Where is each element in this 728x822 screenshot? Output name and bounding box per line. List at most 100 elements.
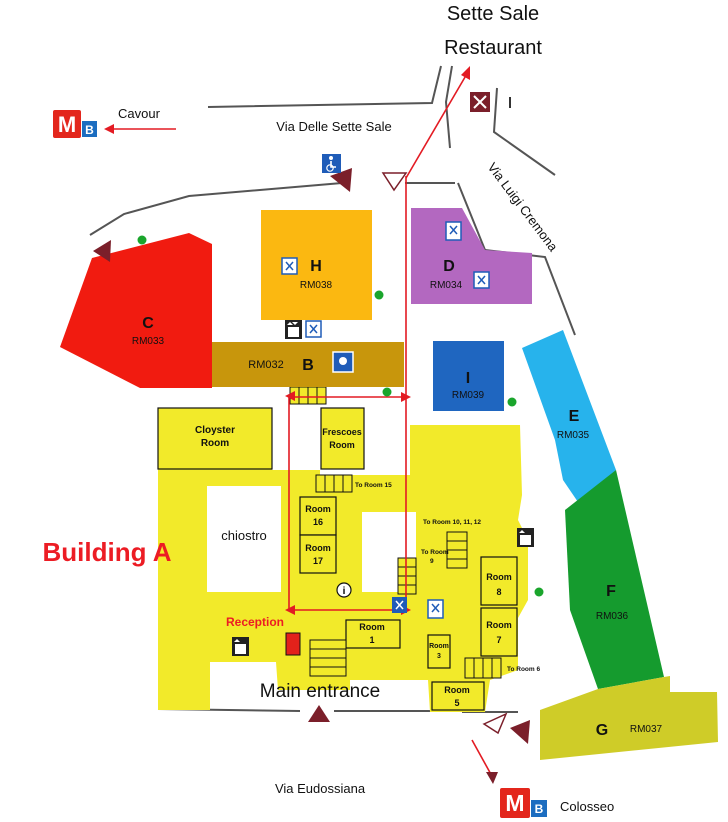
- colosseo-arrow: [486, 772, 498, 784]
- elevator-icon: [232, 637, 249, 656]
- entrance-markers: [93, 168, 530, 744]
- stairs-frescoes: [289, 386, 327, 405]
- building-i-letter: I: [466, 370, 470, 387]
- meeting-point-dot: [507, 397, 517, 407]
- building-g-room: RM037: [630, 724, 663, 735]
- room-3-number: 3: [437, 653, 441, 660]
- accessible-toilet-icon: [305, 320, 322, 338]
- stairs-reception: [309, 639, 347, 677]
- toilet-icon: [445, 221, 462, 241]
- room-8-label: Room: [486, 572, 512, 582]
- elevator-icon: [285, 320, 302, 339]
- frescoes-room-label: Room: [329, 440, 355, 450]
- room-8-number: 8: [496, 587, 501, 597]
- building-b-letter: B: [302, 357, 314, 374]
- building-e[interactable]: [522, 330, 616, 505]
- meeting-point-dot: [137, 235, 147, 245]
- room-1-number: 1: [369, 635, 374, 645]
- metro-cavour-logo: M B: [53, 110, 97, 138]
- room-3-label: Room: [429, 643, 449, 650]
- building-c[interactable]: [60, 233, 212, 388]
- to-room-9-label: To Room: [421, 549, 449, 556]
- building-d[interactable]: [411, 208, 532, 304]
- reception-desk[interactable]: [285, 632, 301, 656]
- street-label: Via Eudossiana: [275, 781, 366, 796]
- entrance-marker: [330, 168, 352, 192]
- room-16[interactable]: [299, 496, 337, 536]
- svg-text:M: M: [58, 112, 76, 137]
- room-8[interactable]: [480, 556, 518, 606]
- room-1[interactable]: [345, 619, 401, 649]
- closed-icon: [470, 92, 490, 112]
- stairs-room-6: [464, 657, 502, 679]
- info-icon: i: [336, 582, 352, 598]
- toilet-icon: [427, 599, 444, 619]
- green-dots: [137, 235, 544, 597]
- svg-text:M: M: [505, 790, 524, 816]
- elevator-icon: [517, 528, 534, 547]
- room-7-label: Room: [486, 620, 512, 630]
- service-icon: [332, 351, 354, 373]
- building-h-letter: H: [310, 258, 322, 275]
- room-17-label: Room: [305, 543, 331, 553]
- building-f[interactable]: [565, 470, 664, 689]
- wheelchair-icon: [322, 154, 341, 173]
- to-room-15-label: To Room 15: [355, 482, 392, 489]
- stairs-room-9: [397, 557, 417, 595]
- meeting-point-dot: [534, 587, 544, 597]
- frescoes-room[interactable]: [320, 407, 365, 470]
- room-17[interactable]: [299, 534, 337, 574]
- building-g-letter: G: [596, 722, 608, 739]
- entrance-marker: [510, 720, 530, 744]
- room-5-label: Room: [444, 685, 470, 695]
- building-f-room: RM036: [596, 611, 629, 622]
- stairs-room-15: [315, 474, 353, 493]
- building-c-letter: C: [142, 315, 154, 332]
- room-1-label: Room: [359, 622, 385, 632]
- svg-text:B: B: [85, 123, 94, 137]
- metro-colosseo-label: Colosseo: [560, 799, 614, 814]
- meeting-point-dot: [382, 387, 392, 397]
- to-room-6-label: To Room 6: [507, 666, 540, 673]
- accessible-toilet-icon: [281, 257, 298, 275]
- restaurant-label: Sette Sale: [447, 3, 539, 25]
- metro-colosseo-logo: M B: [500, 788, 547, 818]
- room-16-number: 16: [313, 517, 323, 527]
- frescoes-room-label: Frescoes: [322, 427, 362, 437]
- route-lines: [110, 71, 494, 779]
- building-h-room: RM038: [300, 280, 333, 291]
- building-b-room: RM032: [248, 359, 283, 371]
- building-f-letter: F: [606, 583, 616, 600]
- room-7-number: 7: [496, 635, 501, 645]
- entrance-marker-open: [381, 172, 408, 192]
- building-c-room: RM033: [132, 336, 165, 347]
- room-5[interactable]: [431, 681, 485, 711]
- reception-label: Reception: [226, 615, 284, 629]
- building-h[interactable]: [261, 210, 372, 320]
- building-a-label: Building A: [42, 537, 171, 567]
- svg-text:B: B: [535, 802, 544, 816]
- building-d-letter: D: [443, 258, 455, 275]
- cloyster-room[interactable]: [157, 407, 273, 470]
- restaurant-label: Restaurant: [444, 37, 542, 59]
- cloyster-room-label: Room: [201, 438, 229, 449]
- building-d-room: RM034: [430, 280, 463, 291]
- room-7[interactable]: [480, 607, 518, 657]
- room-17-number: 17: [313, 556, 323, 566]
- room-16-label: Room: [305, 504, 331, 514]
- building-g[interactable]: [540, 676, 718, 760]
- entrance-marker-open: [482, 712, 508, 735]
- building-i[interactable]: [433, 341, 504, 411]
- stairs: [289, 386, 502, 679]
- room-3[interactable]: [427, 634, 451, 669]
- info-glyph: i: [343, 586, 346, 597]
- meeting-point-dot: [374, 290, 384, 300]
- to-room-10-12-label: To Room 10, 11, 12: [423, 519, 481, 526]
- building-e-letter: E: [569, 408, 580, 425]
- chiostro-courtyard: [207, 486, 281, 592]
- metro-cavour-label: Cavour: [118, 106, 161, 121]
- entrance-marker: [93, 240, 111, 262]
- building-b[interactable]: [212, 342, 404, 387]
- building-i-room: RM039: [452, 390, 485, 401]
